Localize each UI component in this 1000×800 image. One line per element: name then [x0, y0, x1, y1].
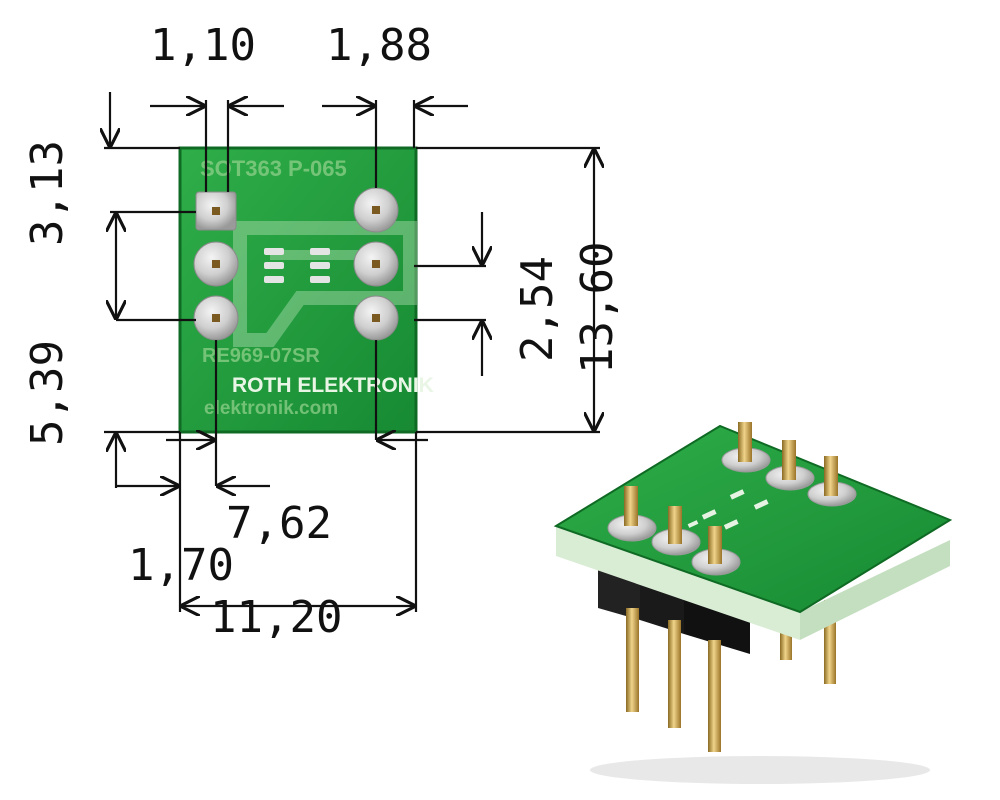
pcb-top-surface: [553, 424, 953, 614]
dim-pin-rows-offset: 5,39: [22, 340, 73, 446]
dim-row-spacing: 7,62: [226, 498, 332, 549]
board-website: elektronik.com: [204, 398, 338, 419]
product-photo: [553, 422, 953, 784]
header-pin: [668, 620, 681, 728]
board-brand: ROTH ELEKTRONIK: [232, 374, 434, 397]
pad-hole: [372, 206, 380, 214]
dim-pin-pitch: 2,54: [512, 256, 563, 362]
pad-hole: [372, 314, 380, 322]
pad-hole: [212, 207, 220, 215]
board-part-number: RE969-07SR: [202, 345, 320, 367]
top-view-board: SOT363 P-065 RE969-07SR ROTH ELEKTRONIK …: [178, 146, 434, 434]
smd-pads: [264, 248, 330, 283]
dim-pad-spacing: 1,88: [326, 20, 432, 71]
silkscreen-marks: [687, 489, 769, 530]
solder-joints: [607, 422, 857, 576]
dim-board-width: 11,20: [210, 592, 342, 643]
board-top-label: SOT363 P-065: [200, 156, 347, 181]
dim-top-offset: 3,13: [22, 140, 73, 246]
dimension-lines: [104, 92, 600, 612]
pad-hole: [372, 260, 380, 268]
dim-left-offset: 1,70: [128, 540, 234, 591]
pad-hole: [212, 260, 220, 268]
dim-board-height: 13,60: [572, 242, 623, 374]
header-pin: [708, 640, 721, 752]
header-pin: [626, 608, 639, 712]
pad-hole: [212, 314, 220, 322]
dim-pad-width: 1,10: [150, 20, 256, 71]
